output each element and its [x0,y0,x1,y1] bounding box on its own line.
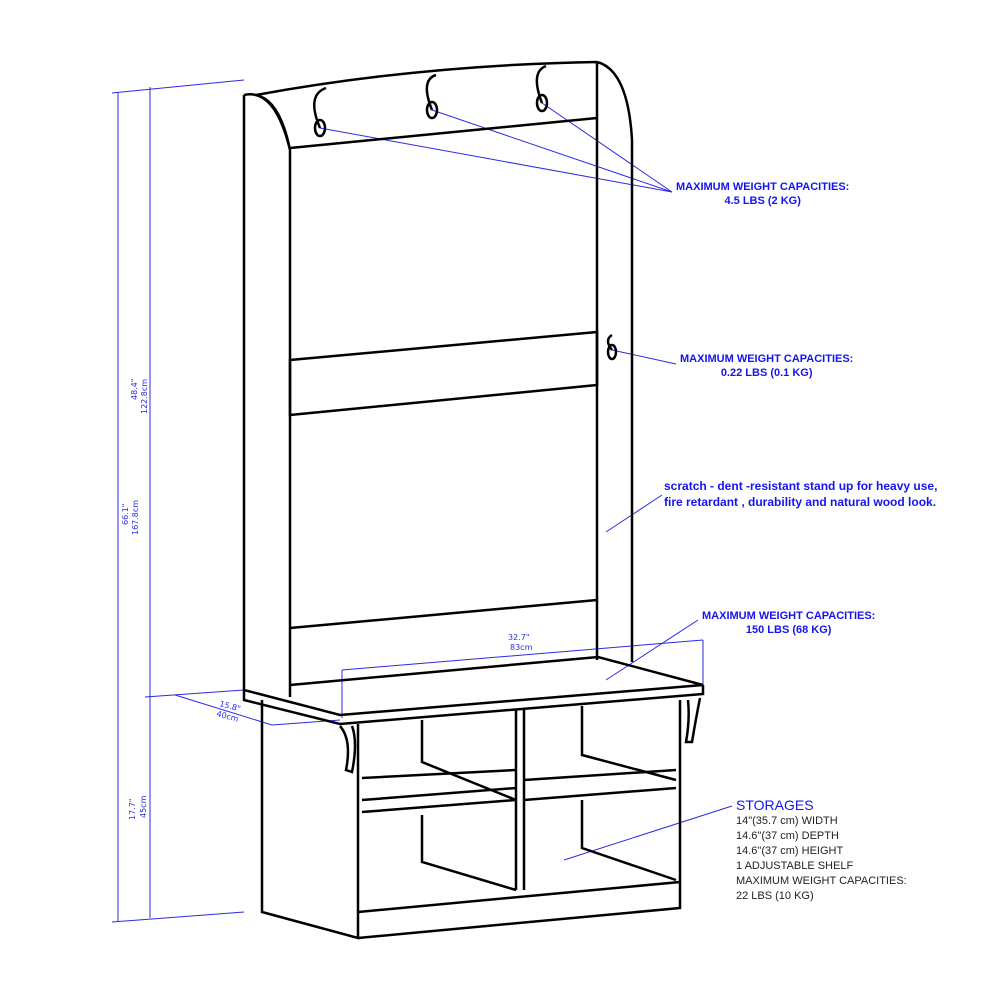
furniture-outline [242,60,705,940]
hook-icons [313,64,618,361]
bench-annotation: MAXIMUM WEIGHT CAPACITIES: 150 LBS (68 K… [702,609,875,637]
hook-icon [606,333,613,351]
storages-line: 1 ADJUSTABLE SHELF [736,860,854,872]
side-hook-capacity-value: 0.22 LBS (0.1 KG) [720,367,813,379]
surface-line-2: fire retardant , durability and natural … [664,495,937,509]
storages-line: 14.6"(37 cm) HEIGHT [736,845,844,857]
surface-line-1: scratch - dent -resistant stand up for h… [664,479,938,493]
hook-icon [313,86,327,129]
bench-height-in: 17.7" [128,799,137,821]
bench-height-cm: 45cm [139,795,148,818]
storages-line: 14.6"(37 cm) DEPTH [736,830,839,842]
side-hook-capacity-label: MAXIMUM WEIGHT CAPACITIES: [680,353,854,365]
upper-height-cm: 122.8cm [140,379,149,414]
hook-icon [535,64,547,104]
bench-capacity-value: 150 LBS (68 KG) [745,624,832,636]
hooks-capacity-value: 4.5 LBS (2 KG) [724,195,801,207]
surface-annotation: scratch - dent -resistant stand up for h… [664,478,937,510]
total-height-in: 66.1" [121,504,130,526]
hooks-annotation: MAXIMUM WEIGHT CAPACITIES: 4.5 LBS (2 KG… [676,180,849,208]
storages-line: 14"(35.7 cm) WIDTH [736,815,838,827]
storages-line: 22 LBS (10 KG) [736,890,814,902]
bench-capacity-label: MAXIMUM WEIGHT CAPACITIES: [702,610,876,622]
storages-title: STORAGES [736,797,814,813]
total-height-cm: 167.8cm [131,500,140,535]
hook-icon [425,73,437,111]
storages-annotation: STORAGES 14"(35.7 cm) WIDTH 14.6"(37 cm)… [736,796,907,904]
upper-height-in: 48.4" [130,379,139,401]
storages-line: MAXIMUM WEIGHT CAPACITIES: [736,875,907,887]
hooks-capacity-label: MAXIMUM WEIGHT CAPACITIES: [676,181,850,193]
side-hook-annotation: MAXIMUM WEIGHT CAPACITIES: 0.22 LBS (0.1… [680,352,853,380]
width-cm: 83cm [510,643,533,652]
width-in: 32.7" [508,633,530,642]
